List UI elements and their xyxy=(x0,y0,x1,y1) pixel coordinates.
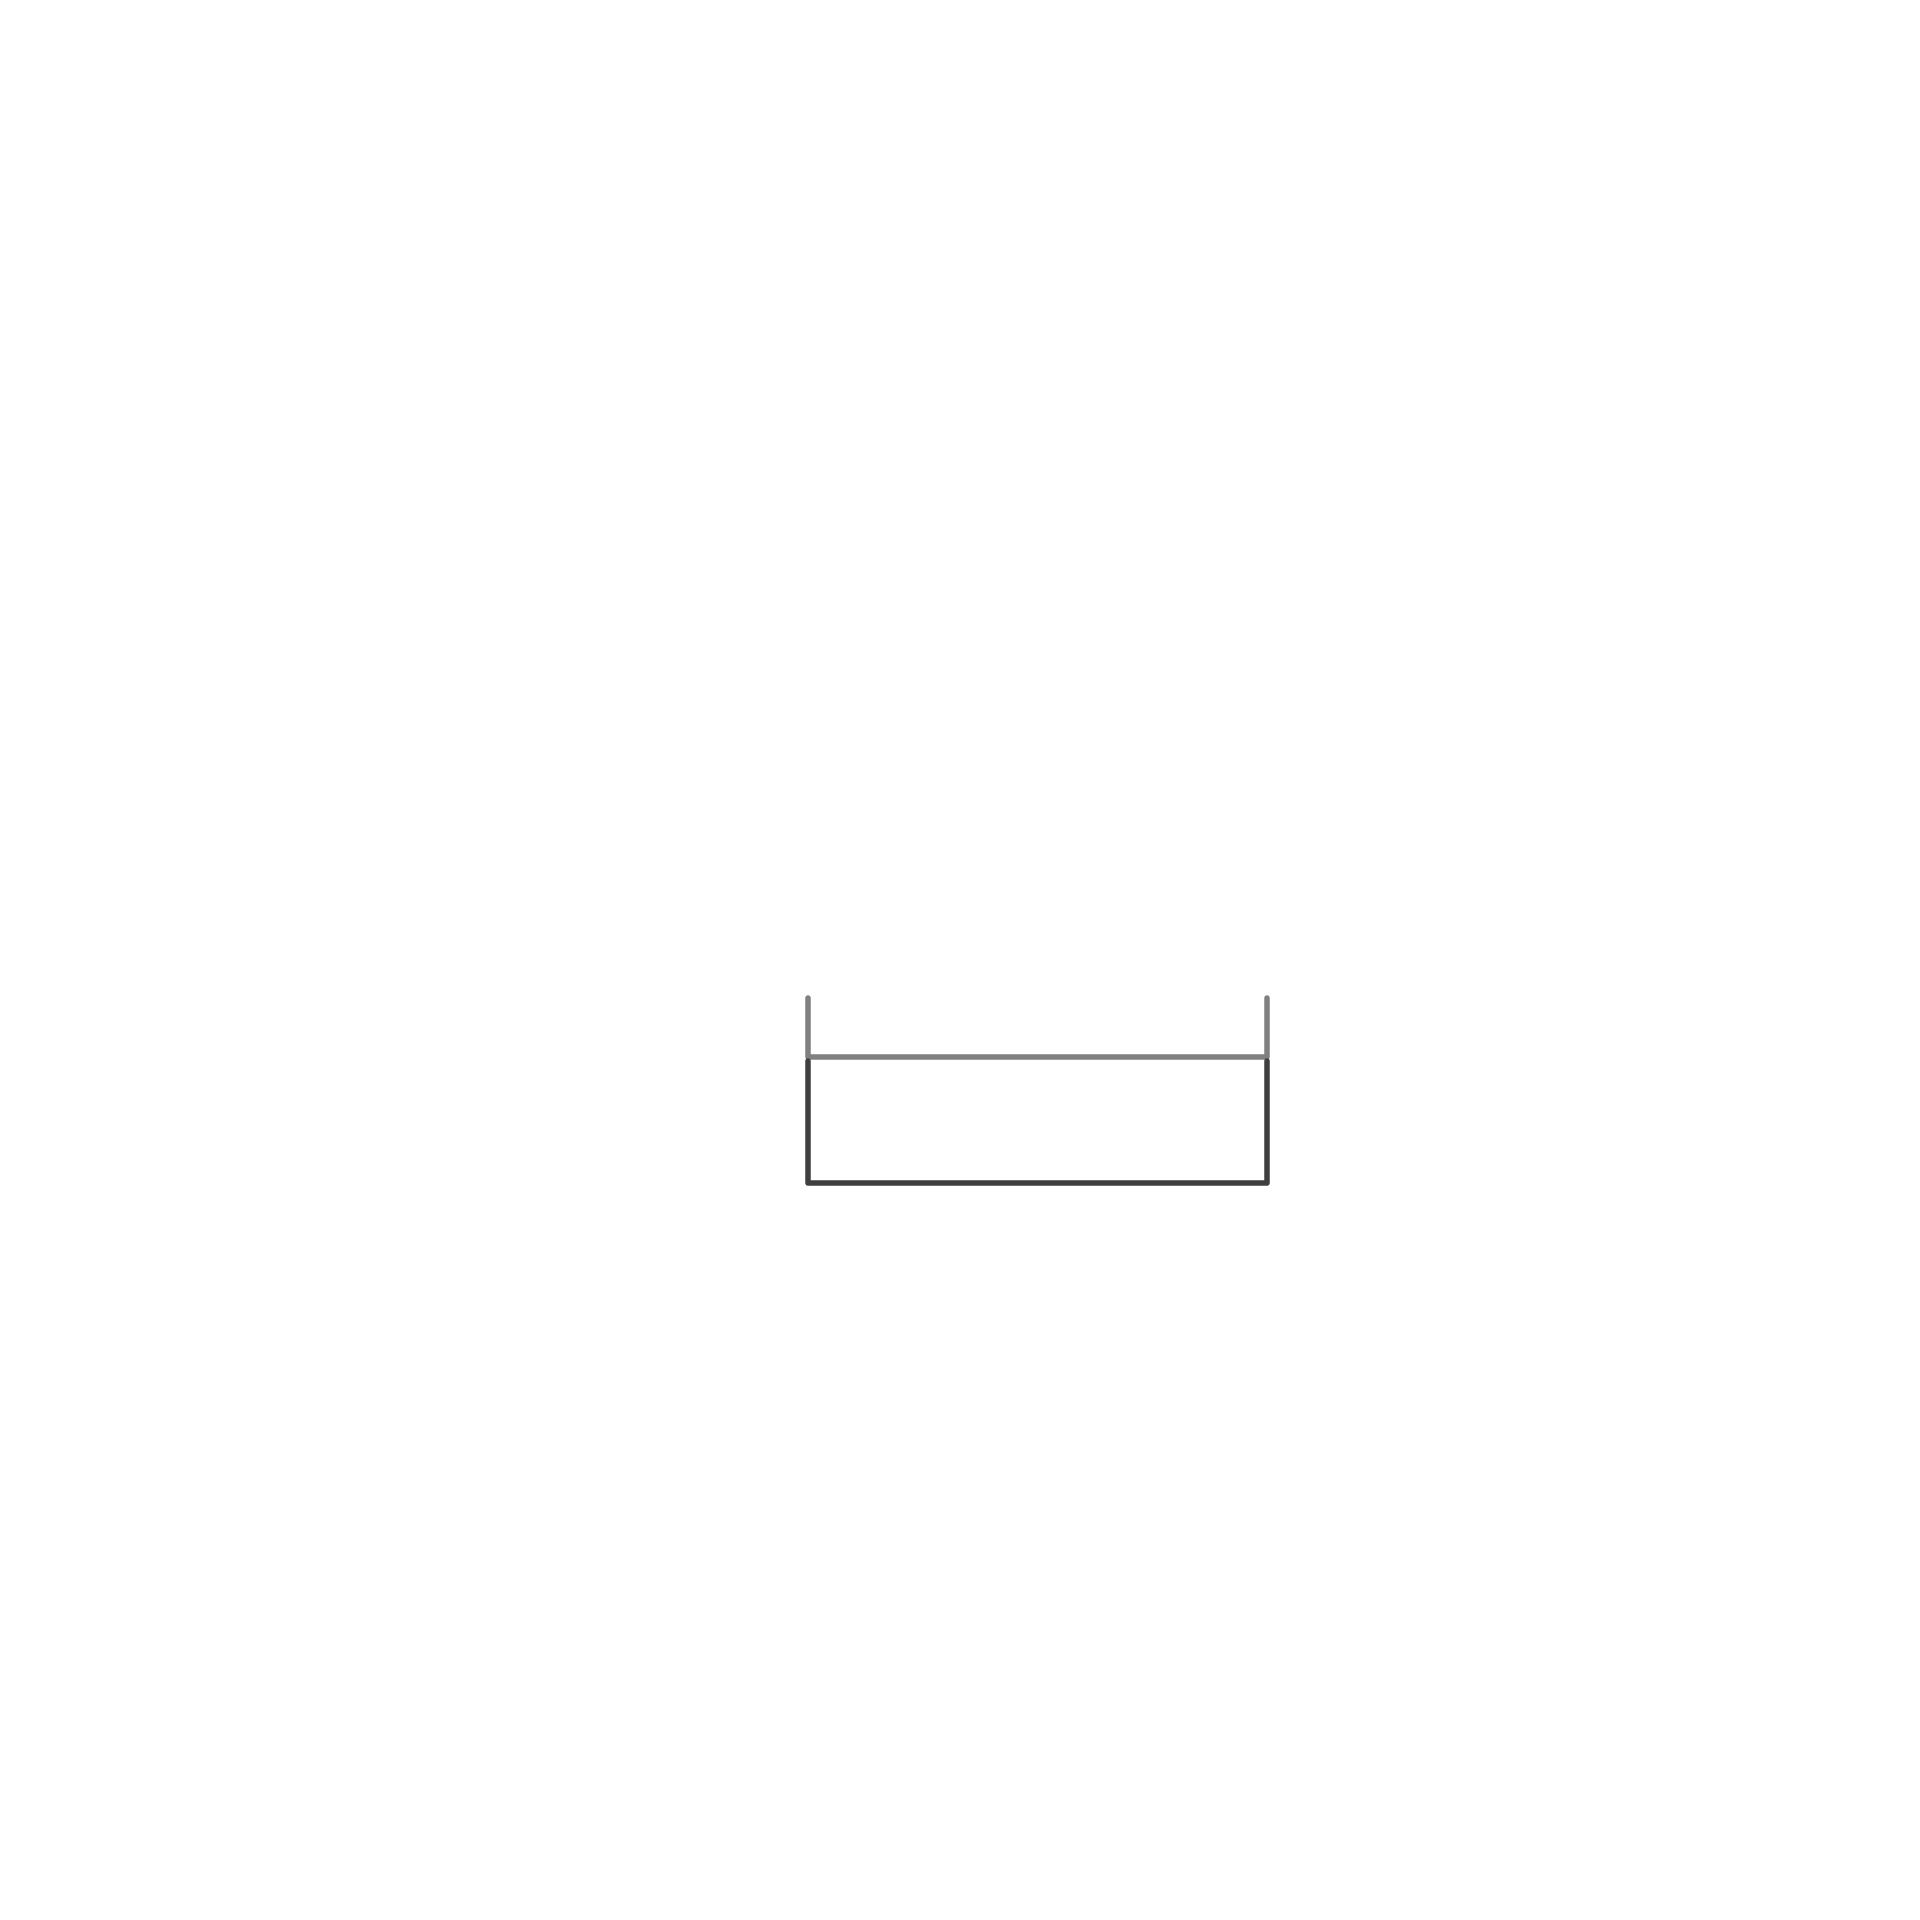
box-body-outline xyxy=(805,1058,1270,1186)
open-box-outline-icon xyxy=(805,995,1270,1186)
